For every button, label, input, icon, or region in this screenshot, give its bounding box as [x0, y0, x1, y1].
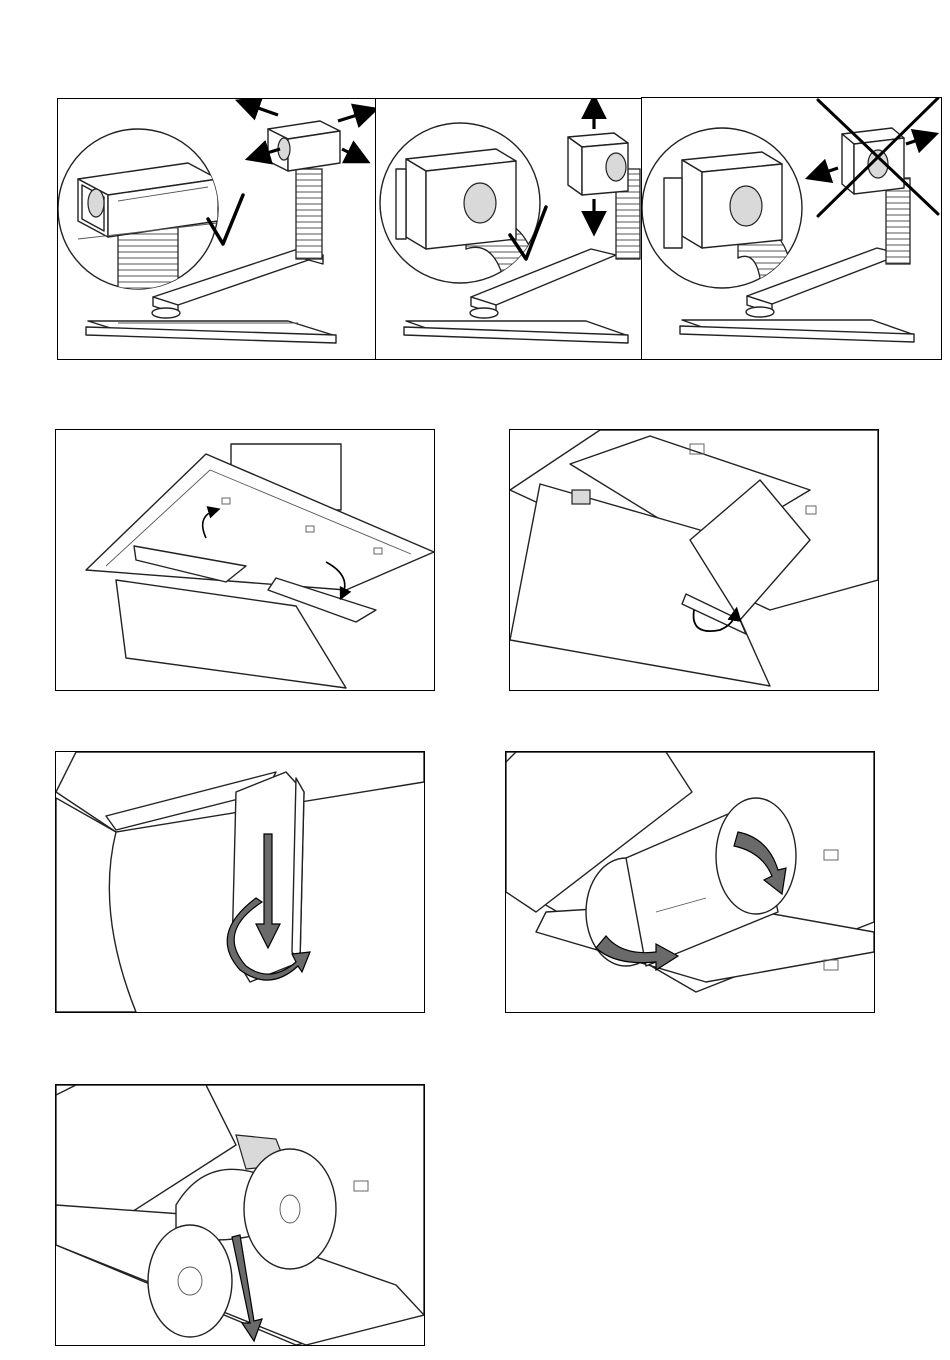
- figure-remove-blower-wheel: [55, 1084, 425, 1346]
- figure-install-correct-1: [57, 98, 377, 360]
- figure-install-incorrect: [641, 97, 942, 360]
- figure-install-correct-2: [375, 98, 643, 360]
- figure-rotate-blower: [505, 751, 875, 1013]
- figure-slide-filter: [55, 751, 425, 1013]
- figure-unhinge-panel: [509, 429, 879, 691]
- figure-open-filter-panel: [55, 429, 435, 691]
